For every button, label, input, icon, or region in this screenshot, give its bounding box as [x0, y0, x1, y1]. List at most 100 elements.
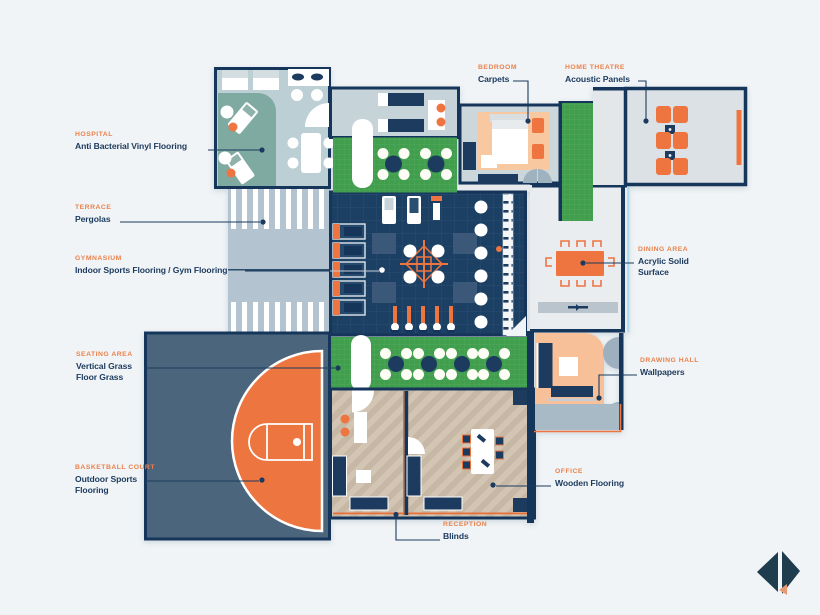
feature-label: Anti Bacterial Vinyl Flooring: [75, 141, 188, 151]
pergola-slats-top: [228, 189, 330, 229]
treadmill-icons: [332, 223, 366, 316]
gym-center-rig-icon: [400, 240, 448, 288]
feature-label: Flooring: [75, 484, 109, 495]
office-furniture: [406, 390, 528, 512]
cafeteria-green: [333, 119, 457, 193]
room-label: OFFICE: [555, 468, 583, 475]
callout-bedroom: BEDROOM Carpets: [478, 64, 517, 85]
ladder-bench-icon: [502, 193, 514, 336]
room-label: HOME THEATRE: [565, 64, 625, 71]
hospital-room: [214, 67, 335, 189]
blinds-strip: [333, 512, 532, 515]
conference-table-icon: [471, 429, 494, 474]
grass-strip-vertical: [562, 103, 593, 221]
half-court: [230, 349, 324, 533]
tall-wall: [527, 331, 534, 523]
sofa-icon: [538, 343, 553, 388]
feature-label: Indoor Sports Flooring / Gym Flooring: [75, 265, 228, 275]
hoop-icon: [293, 438, 301, 446]
callout-gymnasium: GYMNASIUM Indoor Sports Flooring / Gym F…: [75, 255, 228, 276]
reception-office-block: [329, 331, 536, 523]
coffee-table-icon: [559, 357, 578, 376]
gym-mats: [372, 233, 477, 303]
sofa-icon: [349, 496, 389, 511]
console-icon: [538, 302, 618, 313]
dining-table-icon: [545, 240, 615, 287]
room-label: BASKETBALL COURT: [75, 464, 155, 471]
feature-label: Wallpapers: [640, 367, 685, 377]
corridor-small: [458, 185, 532, 192]
barbell-icons: [391, 306, 455, 333]
glass-wall: [627, 184, 630, 332]
feature-label: Pergolas: [75, 214, 111, 224]
door-pillar: [351, 335, 371, 391]
stool-icon: [481, 155, 497, 168]
reception-furniture: [332, 412, 389, 511]
feature-label: Floor Grass: [76, 371, 124, 382]
bed-icon: [253, 70, 279, 90]
divider-wall: [404, 391, 409, 515]
round-table-icon: [413, 348, 445, 380]
sink-counter-icon: [288, 69, 329, 101]
basketball-court: [144, 331, 331, 541]
desk-icon: [478, 174, 518, 184]
round-table-icon: [377, 148, 410, 180]
gymnasium-room: [329, 190, 527, 337]
bed-icon: [490, 114, 530, 164]
callout-dining-area: DINING AREA Acrylic Solid Surface: [638, 246, 689, 277]
room-label: GYMNASIUM: [75, 255, 122, 262]
bed-icon: [222, 70, 248, 90]
feature-label: Outdoor Sports: [75, 474, 138, 484]
bed-icon: [378, 93, 424, 106]
round-table-icon: [478, 348, 510, 380]
callout-seating-area: SEATING AREA Vertical Grass Floor Grass: [76, 351, 133, 382]
patient-bed-icon: [225, 151, 255, 185]
feature-label: Surface: [638, 266, 669, 277]
feature-label: Acrylic Solid: [638, 256, 689, 266]
pergola-slats-bottom: [228, 302, 330, 333]
split-diamond-logo: [757, 551, 800, 595]
room-label: DRAWING HALL: [640, 357, 699, 364]
screen-icon: [736, 110, 742, 165]
bedroom-room: [458, 103, 562, 185]
curtain-fans: [523, 169, 552, 183]
room-label: DINING AREA: [638, 246, 689, 253]
building-plan: [144, 67, 748, 541]
feature-label: Carpets: [478, 74, 510, 84]
sofa-icon: [423, 496, 463, 511]
drawing-hall-room: [530, 329, 625, 433]
bed-icon: [378, 119, 424, 132]
callout-reception: RECEPTION Blinds: [443, 521, 487, 542]
tv-bench-icon: [551, 386, 593, 397]
callout-drawing-hall: DRAWING HALL Wallpapers: [640, 357, 699, 378]
room-label: HOSPITAL: [75, 131, 113, 138]
feature-label: Blinds: [443, 531, 469, 541]
feature-label: Acoustic Panels: [565, 74, 630, 84]
side-table-icon: [532, 144, 544, 159]
callout-home-theatre: HOME THEATRE Acoustic Panels: [565, 64, 630, 85]
room-label: RECEPTION: [443, 521, 488, 528]
leader-lines: [120, 80, 649, 541]
sofa-icon: [406, 455, 422, 497]
table-icon: [287, 133, 335, 173]
door-arc: [305, 103, 329, 127]
door-arc: [408, 437, 425, 454]
seating-area-strip: [330, 335, 530, 391]
room-label: BEDROOM: [478, 64, 517, 71]
feature-label: Vertical Grass: [76, 361, 132, 371]
home-theatre-room: [623, 86, 748, 187]
sofa-icon: [332, 455, 347, 497]
callout-hospital: HOSPITAL Anti Bacterial Vinyl Flooring: [75, 131, 187, 152]
feature-label: Wooden Flooring: [555, 478, 624, 488]
lower-corridor: [534, 404, 622, 433]
door-pillar: [352, 119, 373, 188]
callout-office: OFFICE Wooden Flooring: [555, 468, 624, 489]
round-table-icon: [380, 348, 412, 380]
theatre-seat-icons: [656, 106, 688, 175]
corner-notch: [506, 316, 526, 336]
gym-machines-top: [382, 196, 442, 224]
corridor: [593, 87, 626, 185]
callout-basketball-court: BASKETBALL COURT Outdoor Sports Flooring: [75, 464, 155, 495]
